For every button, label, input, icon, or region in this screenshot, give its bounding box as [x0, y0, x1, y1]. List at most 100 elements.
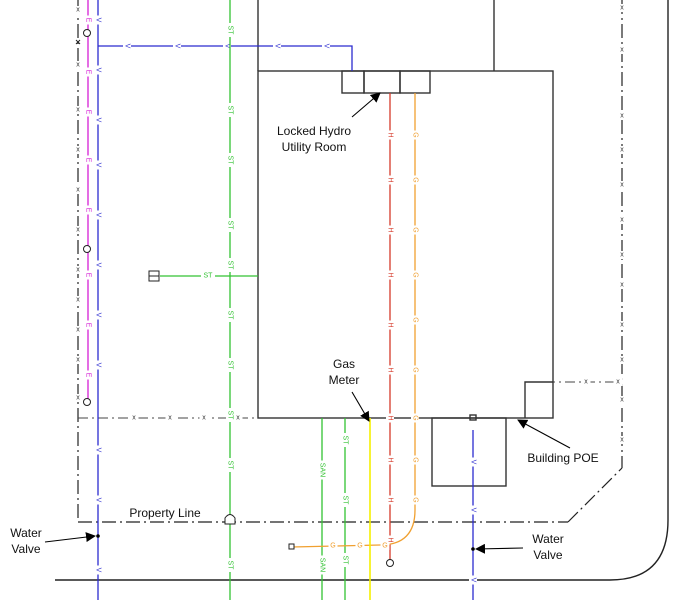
- hydro-room-label-line2: Utility Room: [282, 140, 347, 154]
- water-tag-bg: [94, 15, 102, 25]
- fence-mark-bg: [73, 266, 83, 274]
- water-tag-bg: [273, 41, 281, 51]
- manhole-1: [83, 29, 91, 37]
- fence-mark-bg: [617, 321, 627, 329]
- fence-mark-bg: [617, 251, 627, 259]
- fence-mark: x: [620, 217, 624, 224]
- fence-mark: x: [202, 415, 206, 422]
- electrical-tag: E: [85, 373, 92, 378]
- electrical-tag: E: [85, 158, 92, 163]
- fence-lines: [78, 381, 622, 419]
- water-tag-bg: [94, 445, 102, 455]
- gas-tag: G: [412, 272, 419, 277]
- gas-tag: G: [412, 227, 419, 232]
- gas-tag-bg: [411, 413, 419, 423]
- electrical-tag-bg: [84, 370, 92, 380]
- gas-tag-bg: [411, 455, 419, 465]
- storm-tag: ST: [227, 156, 234, 166]
- hydro-room-box-1: [341, 70, 365, 94]
- water-tag: V: [470, 578, 477, 583]
- water-valve-left-arrow: [44, 532, 96, 543]
- hydro-room-box-2: [363, 70, 401, 94]
- hydro-tag: H: [387, 177, 394, 182]
- fence-mark: x: [236, 415, 240, 422]
- gas-tag: G: [412, 415, 419, 420]
- fence-mark-bg: [73, 326, 83, 334]
- electrical-tag-bg: [84, 15, 92, 25]
- gas-tag: G: [412, 132, 419, 137]
- building: [257, 0, 554, 487]
- fence-mark: x: [620, 282, 624, 289]
- gas-tag: G: [330, 543, 335, 550]
- hydro-tag-bg: [386, 270, 394, 280]
- gas-meter-arrow: [351, 391, 370, 422]
- hydro-tag-bg: [386, 320, 394, 330]
- electrical-tag-bg: [84, 205, 92, 215]
- water-tag: V: [95, 68, 102, 73]
- water-tag: V: [470, 508, 477, 513]
- gas-tag-bg: [411, 225, 419, 235]
- fence-mark-bg: [165, 414, 175, 422]
- water-tag-bg: [94, 115, 102, 125]
- water-tag: V: [95, 213, 102, 218]
- water-tag: V: [95, 118, 102, 123]
- hydro-end-cap: [386, 559, 394, 567]
- storm-tag: ST: [227, 221, 234, 231]
- hydro-tag-bg: [386, 413, 394, 423]
- water-tag: V: [95, 163, 102, 168]
- storm-tag: ST: [227, 411, 234, 421]
- road-edge: [55, 0, 669, 581]
- building-poe-label: Building POE: [527, 451, 598, 465]
- storm-tag-bg: [341, 433, 349, 447]
- water-tag: V: [95, 263, 102, 268]
- fence-mark: x: [76, 297, 80, 304]
- callout-labels: Locked Hydro Utility Room Gas Meter Buil…: [10, 124, 598, 562]
- storm-tag-bg: [341, 553, 349, 567]
- fence-mark-bg: [199, 414, 209, 422]
- gas-tag-bg: [411, 315, 419, 325]
- water-tag-bg: [94, 160, 102, 170]
- electrical-tag-bg: [84, 320, 92, 330]
- gas-tag: G: [412, 177, 419, 182]
- fence-mark: x: [620, 47, 624, 54]
- sanitary-tag: SAN: [319, 463, 326, 477]
- water-tag: V: [95, 498, 102, 503]
- water-tag-bg: [94, 495, 102, 505]
- water-tag: V: [95, 568, 102, 573]
- water-valve-right-dot: [471, 547, 475, 551]
- water-tag-bg: [469, 575, 477, 585]
- building-annex: [431, 417, 507, 487]
- hydro-tag: H: [387, 367, 394, 372]
- electrical-tag-bg: [84, 155, 92, 165]
- fence-mark-bg: [73, 6, 83, 14]
- water-tag-bg: [94, 565, 102, 575]
- gas-meter-label-line1: Gas: [333, 357, 355, 371]
- gas-service-line: [291, 93, 416, 548]
- fence-mark-bg: [73, 106, 83, 114]
- hydro-tag: H: [387, 497, 394, 502]
- storm-tag: ST: [227, 561, 234, 571]
- fence-mark-bg: [73, 394, 83, 402]
- fence-mark: x: [76, 147, 80, 154]
- electrical-tag: E: [85, 70, 92, 75]
- water-tag: V: [95, 448, 102, 453]
- fence-mark-bg: [73, 226, 83, 234]
- gas-tag-bg: [411, 175, 419, 185]
- water-valves: [96, 534, 475, 551]
- water-valve-right-arrow: [475, 543, 524, 554]
- manhole-2: [83, 245, 91, 253]
- electrical-tag-bg: [84, 67, 92, 77]
- fence-mark: x: [620, 147, 624, 154]
- hydro-tag-bg: [386, 365, 394, 375]
- electrical-tag: E: [85, 18, 92, 23]
- fence-mark: x: [132, 415, 136, 422]
- gas-tag: G: [412, 457, 419, 462]
- fence-mark-bg: [617, 4, 627, 12]
- fence-mark: x: [76, 327, 80, 334]
- hydro-tag: H: [387, 272, 394, 277]
- storm-cleanout: [224, 514, 236, 525]
- fence-mark: x: [620, 397, 624, 404]
- gas-tag-bg: [411, 365, 419, 375]
- storm-tag-bg: [226, 218, 234, 232]
